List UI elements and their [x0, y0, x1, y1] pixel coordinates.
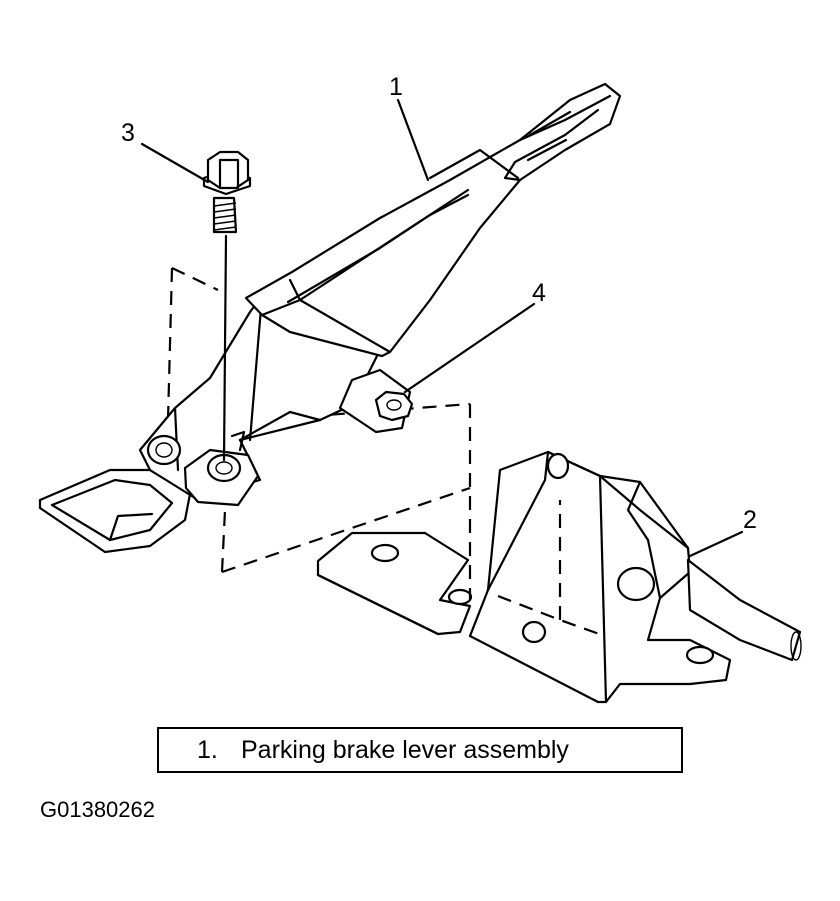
callout-leaders: [140, 98, 744, 558]
callout-label-4: 4: [532, 279, 546, 307]
legend-number: 1.: [197, 735, 218, 764]
callout-label-2: 2: [743, 506, 757, 534]
mounting-bracket: [316, 450, 802, 704]
nut-part-4: [374, 390, 414, 422]
figure-id: G01380262: [40, 797, 155, 822]
legend-text: Parking brake lever assembly: [241, 735, 569, 764]
legend-box: 1. Parking brake lever assembly: [157, 727, 683, 773]
callout-label-3: 3: [121, 119, 135, 147]
callout-label-1: 1: [389, 73, 403, 101]
bolt-part-3: [202, 150, 252, 462]
parking-brake-lever: [38, 82, 622, 554]
